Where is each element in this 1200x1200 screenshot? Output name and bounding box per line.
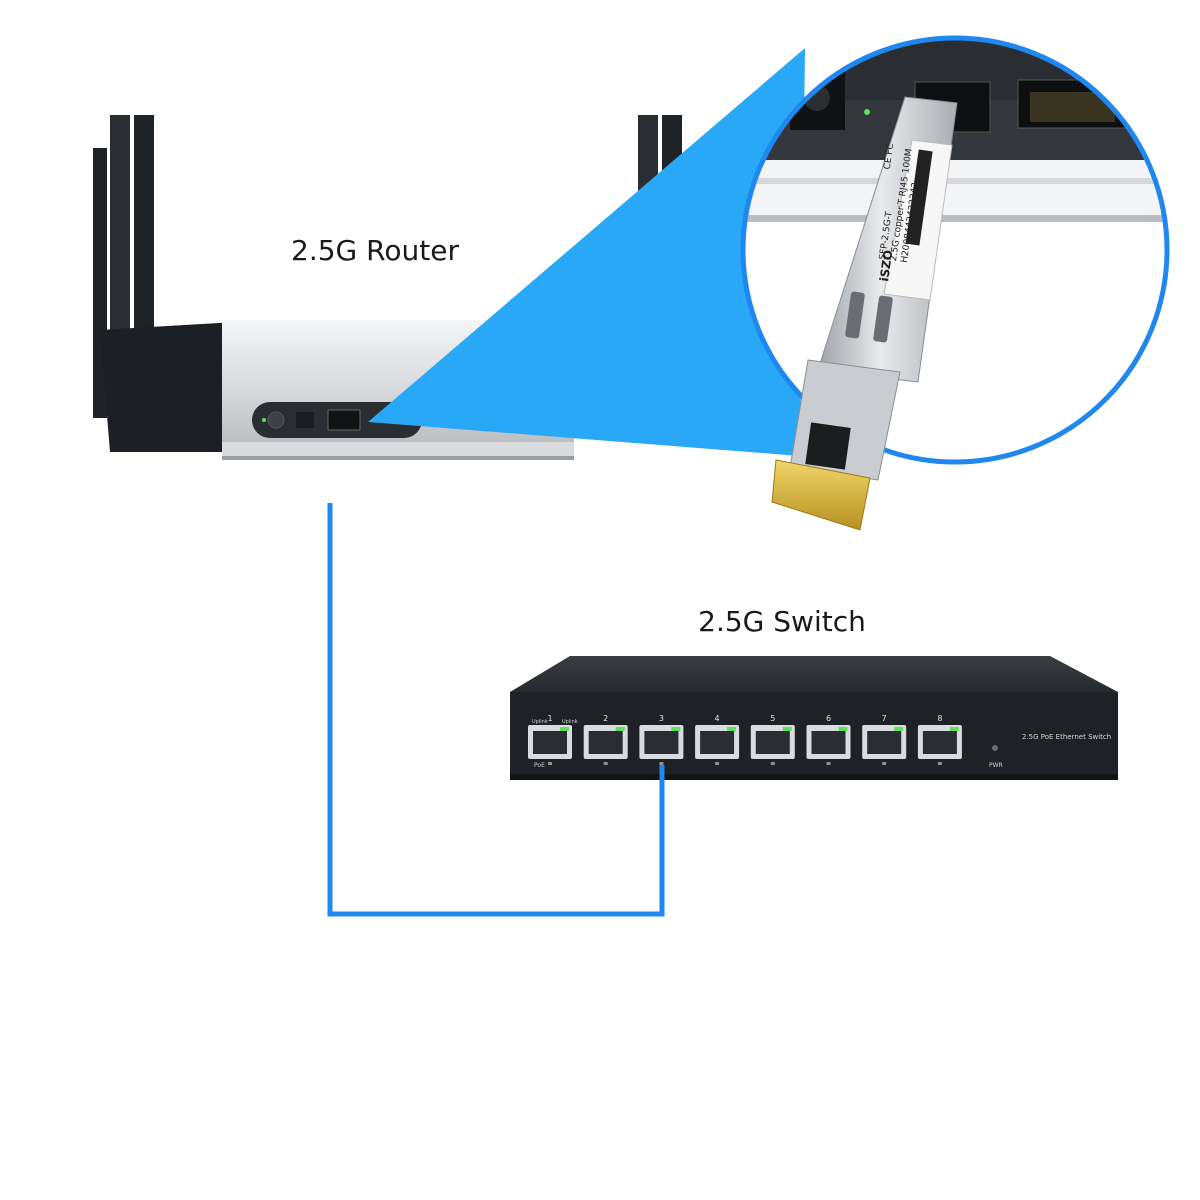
switch-port-number: 6 (826, 714, 831, 723)
sfp-latch (873, 295, 893, 343)
switch-port-socket (588, 731, 623, 754)
switch-port-socket (867, 731, 902, 754)
switch-port-8: 8 (917, 714, 962, 765)
switch-port-3: 3 (639, 714, 684, 765)
switch-port-led (615, 727, 625, 731)
sfp-rj45-socket (805, 422, 851, 470)
switch-poe-text: PoE (534, 762, 545, 769)
router-dc-jack (296, 412, 314, 428)
ethernet-switch: 2.5G Switch 1 2 3 4 5 6 7 8 Uplink Uplink PoE 2… (510, 605, 1118, 780)
sfp-module-barcode (905, 149, 933, 246)
sfp-brand-logo: iSZO (877, 249, 895, 282)
switch-port-indicator (937, 762, 942, 765)
switch-port-number: 3 (659, 714, 664, 723)
switch-uplink-text: Uplink (532, 719, 548, 725)
zoom-ring (740, 35, 1170, 465)
switch-port-5: 5 (750, 714, 795, 765)
switch-power-led (992, 745, 998, 751)
switch-port-socket (644, 731, 679, 754)
switch-port-led (671, 727, 681, 731)
switch-port-1: 1 (528, 714, 572, 765)
router-sfp-port (327, 409, 361, 431)
switch-port-indicator (715, 762, 720, 765)
switch-port-number: 8 (937, 714, 942, 723)
switch-port-number: 4 (715, 714, 720, 723)
router-led (262, 418, 266, 422)
switch-port-socket (811, 731, 846, 754)
switch-port-indicator (659, 762, 664, 765)
switch-port-6: 6 (806, 714, 851, 765)
switch-port-indicator (548, 762, 552, 765)
switch-label: 2.5G Switch (698, 605, 866, 638)
switch-port-led (949, 727, 959, 731)
switch-port-4: 4 (695, 714, 740, 765)
switch-port-socket (700, 731, 735, 754)
switch-port-7: 7 (862, 714, 907, 765)
router-power-button (267, 411, 285, 429)
sfp-module: SFP-2.5G-T 2.5G copper-T RJ45 100M H2008… (771, 96, 958, 531)
switch-port-socket (755, 731, 790, 754)
switch-port-indicator (882, 762, 887, 765)
switch-port-number: 2 (603, 714, 608, 723)
zoom-beam (368, 48, 805, 456)
sfp-latch (845, 291, 865, 339)
switch-port-socket (922, 731, 957, 754)
switch-top (510, 656, 1118, 692)
switch-pwr-text: PWR (989, 762, 1003, 769)
switch-port-number: 5 (770, 714, 775, 723)
switch-port-led (838, 727, 848, 731)
switch-port-led (894, 727, 904, 731)
sfp-gold-boot (771, 459, 871, 531)
switch-port-indicator (770, 762, 775, 765)
router-label: 2.5G Router (291, 234, 459, 267)
switch-port-indicator (603, 762, 608, 765)
switch-model-text: 2.5G PoE Ethernet Switch (1022, 733, 1111, 741)
switch-port-2: 2 (583, 714, 628, 765)
switch-uplink-text: Uplink (562, 719, 578, 725)
router-base (100, 322, 236, 452)
switch-port-led (782, 727, 792, 731)
switch-port-group: 1 2 3 4 5 6 7 8 (528, 714, 962, 765)
switch-port-socket (533, 731, 567, 754)
switch-port-led (560, 727, 569, 731)
switch-port-number: 1 (547, 714, 552, 723)
switch-port-number: 7 (882, 714, 887, 723)
switch-port-led (727, 727, 737, 731)
network-cable (327, 503, 665, 917)
sfp-label-marks: CE FC (883, 143, 897, 170)
switch-port-indicator (826, 762, 831, 765)
